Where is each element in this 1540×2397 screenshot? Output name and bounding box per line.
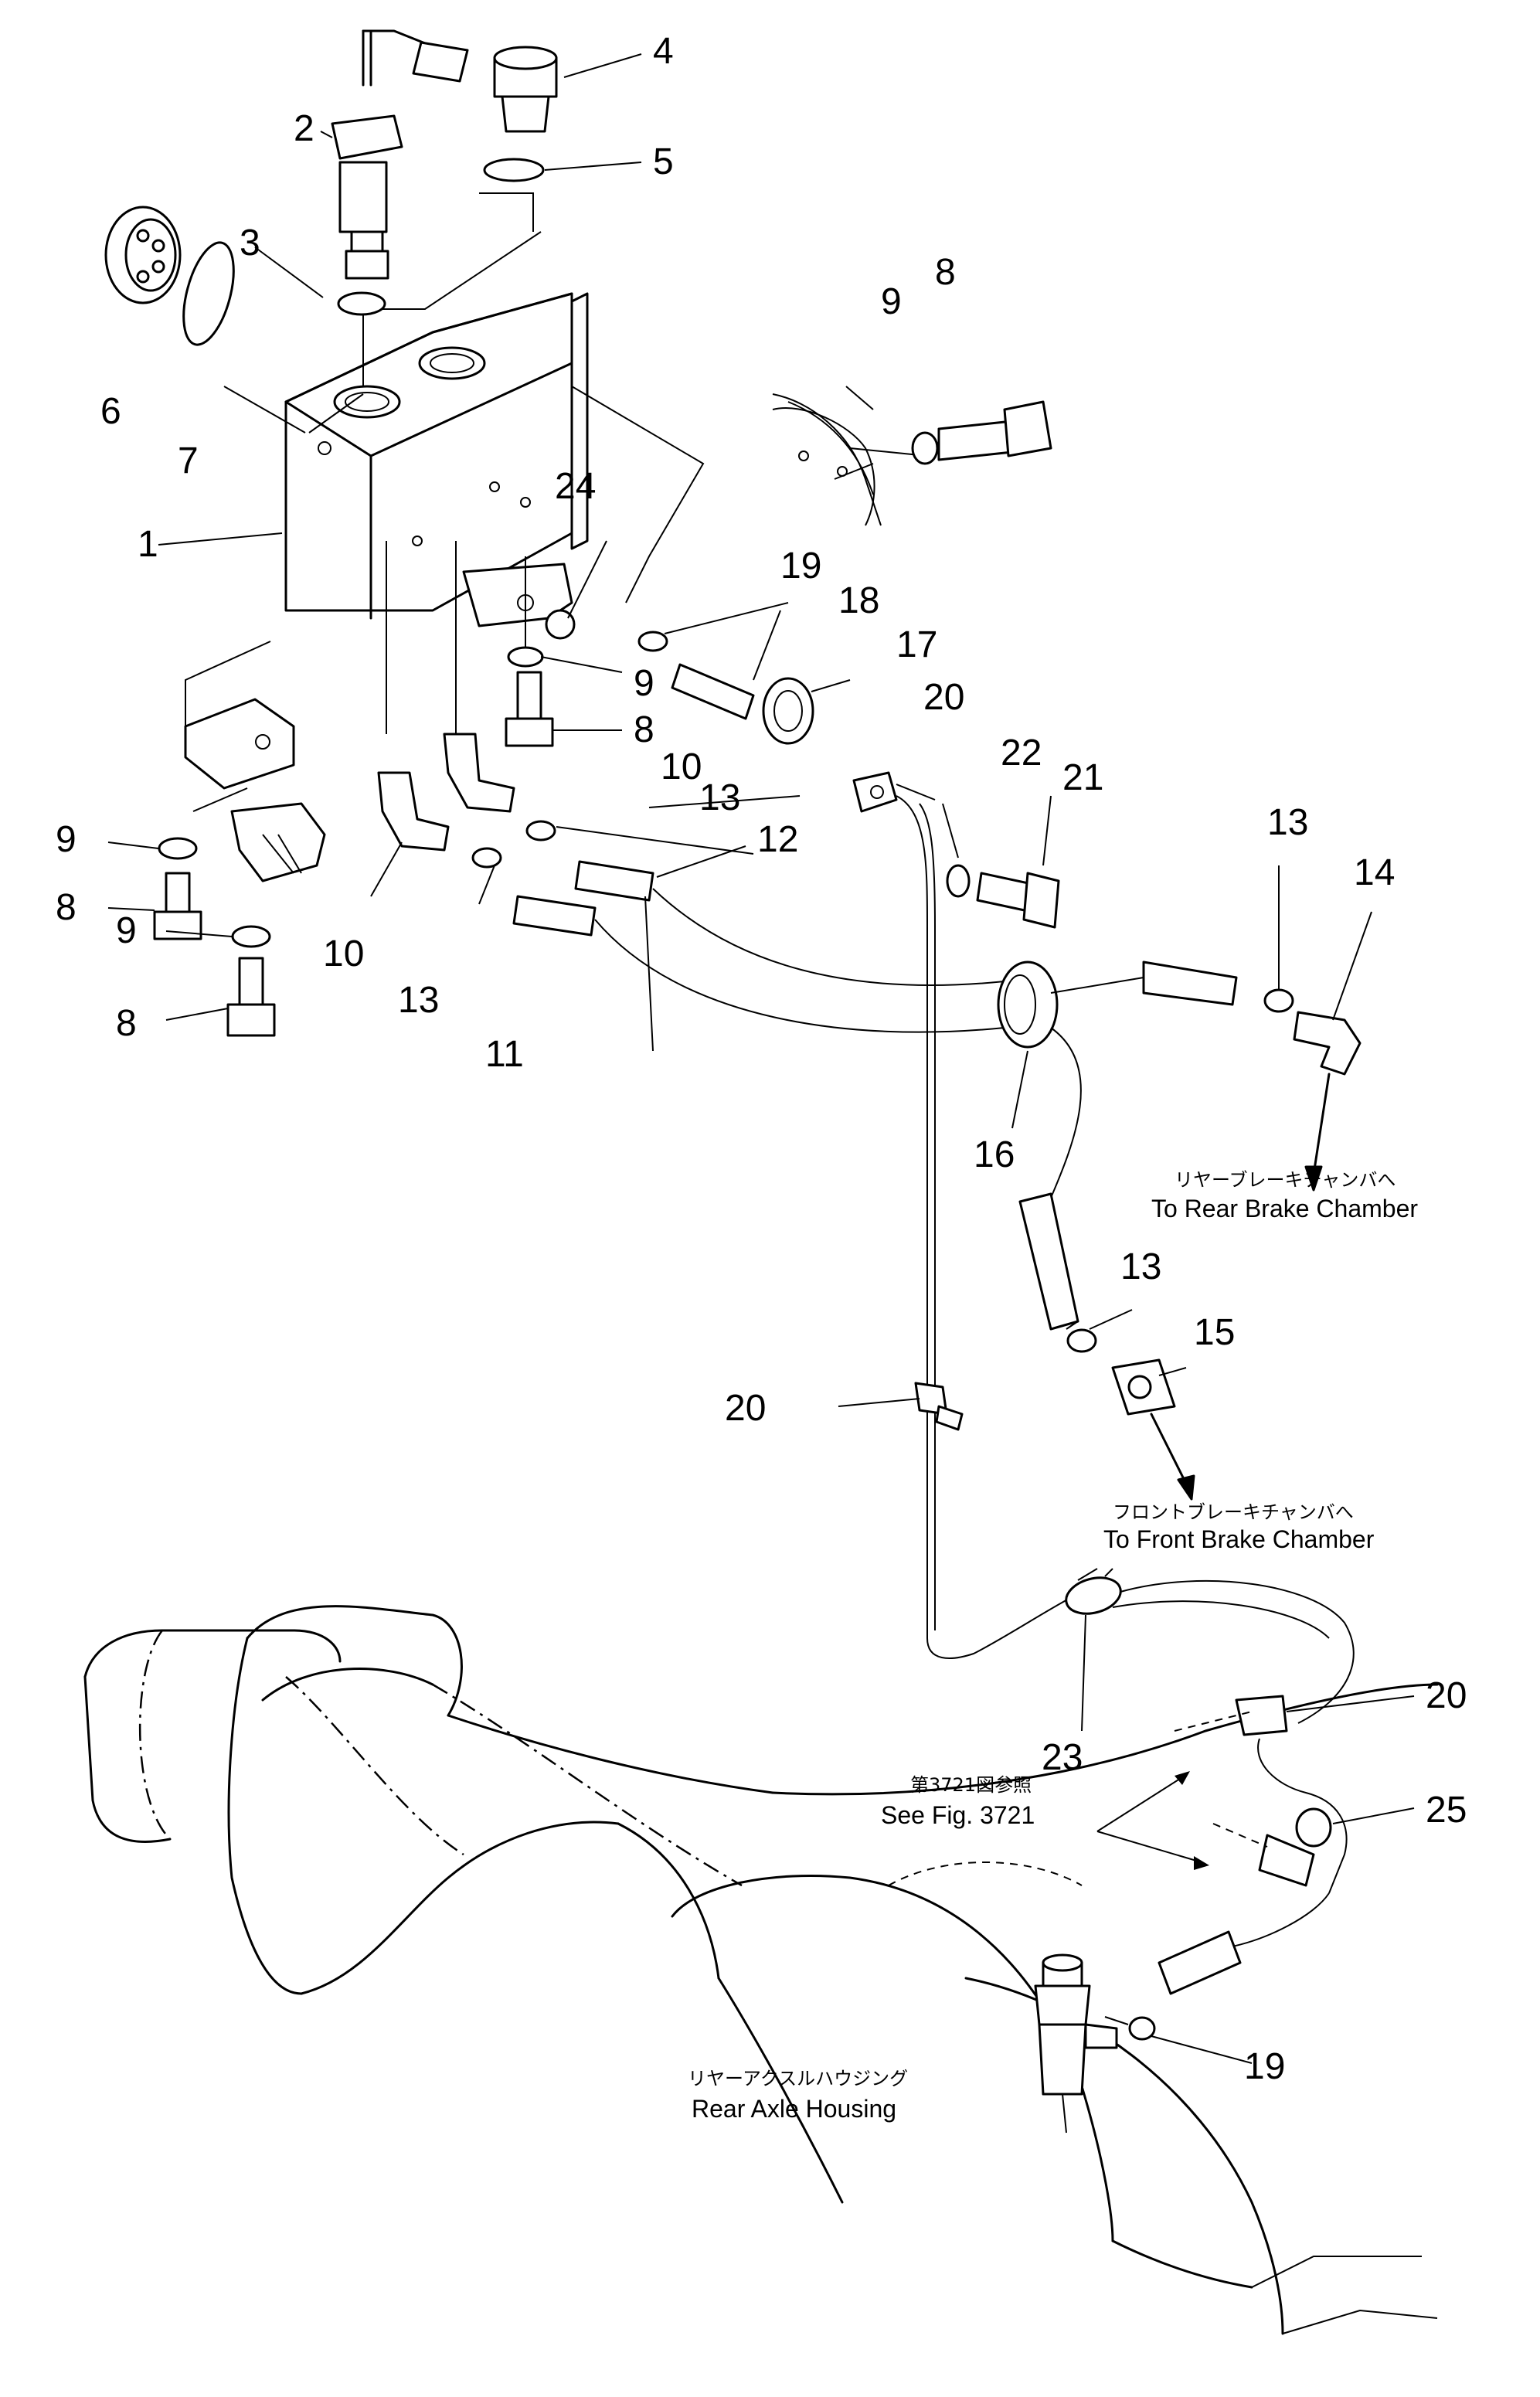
callout-9-top-right: 9 — [881, 281, 902, 322]
callout-9-left-2: 9 — [116, 910, 137, 951]
callout-18: 18 — [838, 580, 879, 621]
callout-13-left: 13 — [398, 980, 439, 1021]
callout-10-left: 10 — [323, 933, 364, 974]
callout-20-top: 20 — [923, 677, 964, 718]
callout-3: 3 — [240, 223, 260, 264]
callout-17: 17 — [896, 624, 937, 665]
callout-numbers: 1 2 3 4 5 6 7 8 9 24 19 18 17 9 8 20 22 … — [56, 31, 1467, 2087]
callout-23: 23 — [1042, 1737, 1083, 1778]
callout-9-center: 9 — [634, 663, 654, 704]
brake-valve-body — [184, 292, 589, 882]
washer-9-left-2 — [231, 925, 271, 948]
part-22-washer — [946, 864, 971, 898]
callout-25: 25 — [1426, 1790, 1467, 1831]
callout-8-left-2: 8 — [116, 1003, 137, 1044]
callout-1: 1 — [138, 524, 158, 565]
callout-5: 5 — [653, 141, 674, 182]
callout-19-top: 19 — [780, 546, 821, 586]
callout-24: 24 — [555, 466, 596, 507]
callout-2: 2 — [294, 108, 314, 149]
part-20-clip-bottom — [1235, 1695, 1288, 1736]
part-5-o-ring — [483, 158, 545, 182]
label-axle-en: Rear Axle Housing — [692, 2095, 896, 2123]
brake-hoses — [594, 888, 1238, 1331]
callout-8-top-right: 8 — [935, 252, 956, 293]
callout-10-right: 10 — [661, 746, 702, 787]
callout-22: 22 — [1001, 733, 1042, 774]
brake-pipe — [896, 795, 1355, 2025]
callout-12: 12 — [757, 819, 798, 860]
rear-axle-housing-drawing — [83, 1605, 1439, 2335]
callout-11: 11 — [485, 1034, 524, 1075]
part-23-clamp — [1065, 1568, 1122, 1615]
bolt-8-top-right — [937, 400, 1052, 461]
label-rear-brake-en: To Rear Brake Chamber — [1151, 1195, 1418, 1222]
washer-9-left-1 — [158, 837, 198, 860]
callout-9-left-1: 9 — [56, 819, 76, 860]
callout-21: 21 — [1062, 757, 1103, 798]
callout-14: 14 — [1354, 852, 1395, 893]
callout-13-top: 13 — [699, 777, 740, 818]
hose-pieces — [512, 663, 755, 937]
callout-19-bottom: 19 — [1244, 2046, 1285, 2087]
leader-lines — [107, 53, 1415, 2064]
label-axle-jp: リヤーアクスルハウジング — [688, 2068, 908, 2089]
callout-16: 16 — [974, 1134, 1015, 1175]
bolt-8-left-2 — [226, 957, 276, 1037]
bolts-and-washers — [153, 400, 1052, 1037]
callout-4: 4 — [653, 31, 674, 72]
callout-13-lower: 13 — [1120, 1246, 1161, 1287]
part-4-plug — [493, 46, 558, 133]
part-15-fitting — [1111, 1358, 1195, 1501]
washer-9-center — [507, 646, 544, 668]
label-front-brake-en: To Front Brake Chamber — [1103, 1525, 1375, 1553]
part-14-elbow — [1293, 1011, 1362, 1192]
washer-9-top-right — [911, 431, 939, 465]
callout-15: 15 — [1194, 1312, 1235, 1353]
part-21-bolt — [976, 872, 1060, 929]
bolt-8-left-1 — [153, 872, 202, 940]
callout-8-center: 8 — [634, 709, 654, 750]
see-fig-pointers — [1096, 1771, 1209, 1870]
axle-air-fitting — [1034, 1953, 1118, 2134]
part-2-sensor — [331, 29, 469, 280]
part-6-cap — [104, 206, 182, 304]
frame-outline — [772, 393, 928, 526]
part-10-elbows — [377, 733, 515, 852]
callout-20-bottom: 20 — [1426, 1675, 1467, 1716]
bolt-8-center — [505, 671, 554, 747]
callout-13-right: 13 — [1267, 802, 1308, 843]
part-20-clip-top — [852, 771, 898, 813]
part-17-grommet — [762, 677, 814, 745]
part-7-o-ring — [182, 241, 235, 346]
label-see-fig-en: See Fig. 3721 — [881, 1801, 1035, 1829]
hose-clamps — [471, 631, 1294, 2041]
callout-6: 6 — [100, 391, 121, 432]
callout-8-left-1: 8 — [56, 887, 76, 928]
part-25-clip — [1295, 1807, 1332, 1848]
callout-7: 7 — [178, 440, 199, 481]
callout-20-mid: 20 — [725, 1388, 766, 1429]
part-20-clip-mid — [914, 1382, 964, 1431]
label-rear-brake-jp: リヤーブレーキチャンバへ — [1175, 1169, 1396, 1191]
annotation-labels: リヤーブレーキチャンバへ To Rear Brake Chamber フロントブ… — [688, 1169, 1418, 2123]
assembly-lines — [185, 192, 875, 812]
label-front-brake-jp: フロントブレーキチャンバへ — [1113, 1501, 1354, 1523]
label-see-fig-jp: 第3721図参照 — [910, 1774, 1032, 1796]
part-3-o-ring — [337, 291, 386, 316]
